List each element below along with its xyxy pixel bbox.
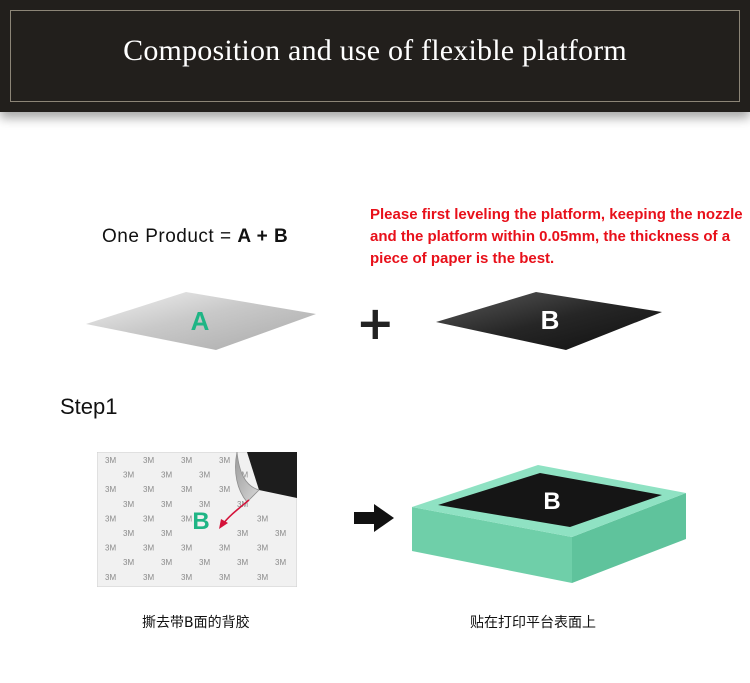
tape-pattern-text: 3M xyxy=(219,485,230,494)
tape-pattern-text: 3M xyxy=(199,500,210,509)
page-title: Composition and use of flexible platform xyxy=(123,34,627,67)
header-banner: Composition and use of flexible platform xyxy=(0,0,750,112)
sheet-a-graphic: A xyxy=(86,292,316,350)
tape-pattern-text: 3M xyxy=(257,573,268,582)
tape-pattern-text: 3M xyxy=(181,544,192,553)
tape-pattern-text: 3M xyxy=(105,456,116,465)
sheet-b-shape xyxy=(436,292,662,350)
formula-prefix: One Product = xyxy=(102,226,238,247)
plus-icon: + xyxy=(356,296,395,350)
tape-pattern-text: 3M xyxy=(219,544,230,553)
product-formula: One Product = A + B xyxy=(102,226,288,248)
caption-stick: 贴在打印平台表面上 xyxy=(470,615,596,631)
tape-pattern-text: 3M xyxy=(143,485,154,494)
tape-pattern-text: 3M xyxy=(123,529,134,538)
tape-pattern-text: 3M xyxy=(143,456,154,465)
tape-pattern-text: 3M xyxy=(219,456,230,465)
platform-right-face xyxy=(572,493,686,583)
tape-pattern-text: 3M xyxy=(257,514,268,523)
tape-pattern-text: 3M xyxy=(181,573,192,582)
platform-left-face xyxy=(412,507,572,583)
arrow-right-graphic xyxy=(354,504,394,532)
platform-letter: B xyxy=(543,488,560,515)
platform-surface xyxy=(438,473,662,527)
tape-pattern-text: 3M xyxy=(199,471,210,480)
sheet-b-graphic: B xyxy=(436,292,662,350)
tape-pattern-text: 3M xyxy=(105,485,116,494)
leveling-notice: Please first leveling the platform, keep… xyxy=(370,206,743,267)
tape-pattern-text: 3M xyxy=(199,558,210,567)
tape-pattern-text: 3M xyxy=(161,558,172,567)
tape-pattern-text: 3M xyxy=(161,500,172,509)
tape-pattern: 3M 3M 3M 3M 3M 3M 3M 3M 3M 3M 3M 3M 3M 3M 3M 3M 3M 3M 3M 3M… xyxy=(105,456,286,582)
tape-pattern-text: 3M xyxy=(181,514,192,523)
tape-pattern-text: 3M xyxy=(143,544,154,553)
tape-pattern-text: 3M xyxy=(105,544,116,553)
tape-pattern-text: 3M xyxy=(123,500,134,509)
tape-black-corner xyxy=(247,452,297,498)
sheet-a: A xyxy=(86,292,316,352)
tape-pattern-text: 3M xyxy=(181,485,192,494)
tape-pattern-text: 3M xyxy=(143,514,154,523)
tape-sheet-graphic: 3M 3M 3M 3M 3M 3M 3M 3M 3M 3M 3M 3M 3M 3M 3M 3M 3M 3M 3M 3M… xyxy=(97,452,297,587)
tape-pattern-text: 3M xyxy=(123,471,134,480)
banner-frame xyxy=(10,10,740,102)
sheet-a-label: A xyxy=(191,306,210,336)
platform-box-graphic: B xyxy=(412,465,686,583)
sheet-b: B xyxy=(436,292,666,352)
tape-pattern-text: 3M xyxy=(257,544,268,553)
sheet-a-shape xyxy=(86,292,316,350)
tape-pattern-text: 3M xyxy=(105,514,116,523)
tape-peeled-flap xyxy=(235,452,260,503)
tape-pattern-text: 3M xyxy=(275,558,286,567)
tape-pattern-text: 3M xyxy=(275,529,286,538)
tape-pattern-text: 3M xyxy=(143,573,154,582)
sheet-b-label: B xyxy=(541,305,560,335)
tape-pattern-text: 3M xyxy=(237,558,248,567)
caption-peel: 撕去带B面的背胶 xyxy=(142,615,250,631)
tape-pattern-text: 3M xyxy=(237,529,248,538)
tape-pattern-text: 3M xyxy=(219,573,230,582)
step1-label: Step1 xyxy=(60,394,118,419)
tape-pattern-text: 3M xyxy=(161,471,172,480)
arrow-right-icon xyxy=(354,503,394,538)
tape-pattern-text: 3M xyxy=(105,573,116,582)
tape-pattern-text: 3M xyxy=(181,456,192,465)
tape-sheet: 3M 3M 3M 3M 3M 3M 3M 3M 3M 3M 3M 3M 3M 3M 3M 3M 3M 3M 3M 3M… xyxy=(97,452,297,587)
tape-letter: B xyxy=(192,508,209,535)
platform-box: B xyxy=(412,465,690,590)
tape-pattern-text: 3M xyxy=(123,558,134,567)
tape-pattern-text: 3M xyxy=(161,529,172,538)
formula-emphasis: A + B xyxy=(237,226,289,247)
peel-arrow-icon xyxy=(219,499,250,529)
